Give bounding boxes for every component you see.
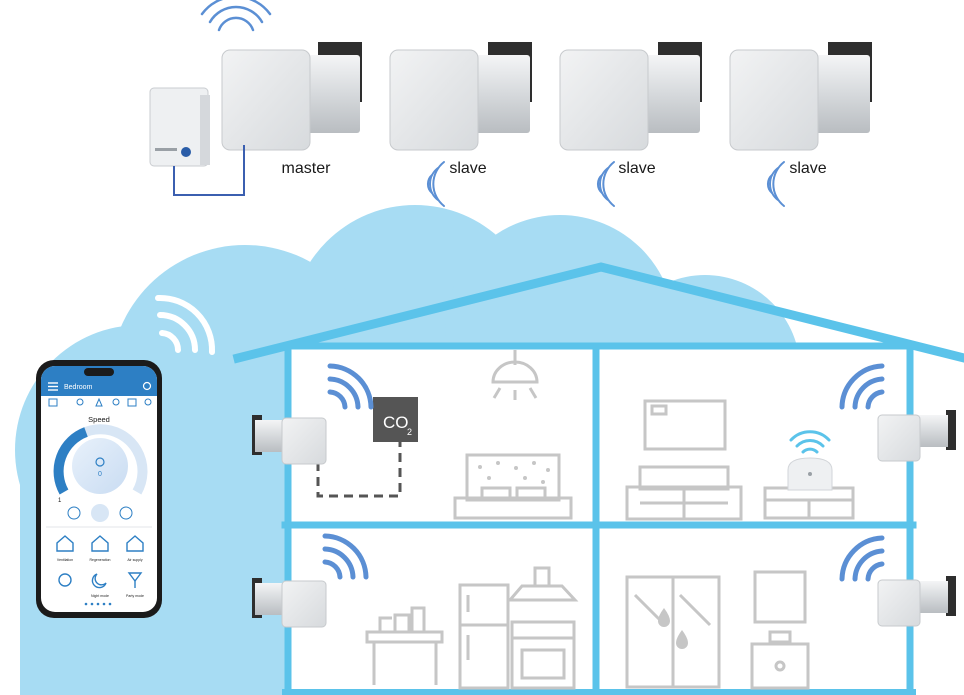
slave-label-2: slave [618,160,655,177]
house-unit-bedroom [252,415,327,465]
stove-icon [506,566,579,690]
controller-cable [173,145,245,196]
mirror-icon [753,570,807,624]
router-wifi-icon [789,430,831,454]
bed-pattern [478,461,550,484]
smartphone: Bedroom Speed 0 1 Ventilation Regenerati… [36,360,162,618]
co2-subscript: 2 [407,427,412,437]
wall-unit-slave-1 [389,42,532,151]
speed-arc-fill [53,427,88,495]
wall-unit-slave-2 [559,42,702,151]
mode-label-1: Ventilation [57,558,73,562]
wall-unit-slave-3 [729,42,872,151]
mode-icons[interactable] [56,535,144,552]
wifi-icon-slave-3 [766,161,785,207]
wifi-router [787,457,833,491]
scene-icons[interactable] [58,572,143,589]
bed-icon [453,453,573,520]
wifi-icon-kitchen [322,533,369,580]
increase-button[interactable] [119,506,133,520]
table-icon [365,606,444,685]
house-unit-bathroom [877,576,956,627]
ceiling-lamp-icon [491,350,539,400]
slave-label-3: slave [789,160,826,177]
kitchen-room [322,533,579,690]
sink-icon [750,630,810,690]
power-button[interactable] [91,504,109,522]
dial-value: 0 [98,471,102,478]
house-unit-kitchen [252,578,327,628]
speed-title: Speed [88,415,110,424]
mode-label-3: Air supply [127,558,143,562]
wall-unit-master [221,42,362,151]
page-dots [84,602,112,606]
scene-label-1: Night mode [91,594,109,598]
wifi-icon-bathroom [839,535,885,582]
co2-sensor [373,397,418,442]
speed-value: 1 [58,498,62,504]
co2-label: CO [383,413,409,432]
sensor-cable [316,442,402,498]
mode-label-2: Regeneration [89,558,110,562]
wifi-icon-slave-1 [426,161,445,207]
wifi-icon-master [200,0,272,32]
wifi-icon-bedroom [327,363,374,410]
house-unit-living [877,410,956,462]
water-drop-icons [658,608,688,649]
tv-icon [643,399,727,451]
menu-icon[interactable] [48,382,58,391]
settings-icon[interactable] [142,381,152,391]
fan-icon [95,457,105,467]
sofa-icon [625,465,743,521]
room-title: Bedroom [64,384,93,391]
living-room [625,363,885,521]
master-label: master [282,160,332,177]
wifi-icon-living [839,363,885,410]
phone-status-icons [48,397,152,407]
cloud-wifi-icon [155,294,216,355]
wifi-icon-slave-2 [596,161,615,207]
slave-label-1: slave [449,160,486,177]
bedroom-room: CO 2 [316,350,573,520]
decrease-button[interactable] [67,506,81,520]
wall-controller [149,87,210,167]
unit-labels: master slave slave slave [282,160,827,177]
scene-label-2: Party mode [126,594,144,598]
fridge-icon [458,583,510,690]
